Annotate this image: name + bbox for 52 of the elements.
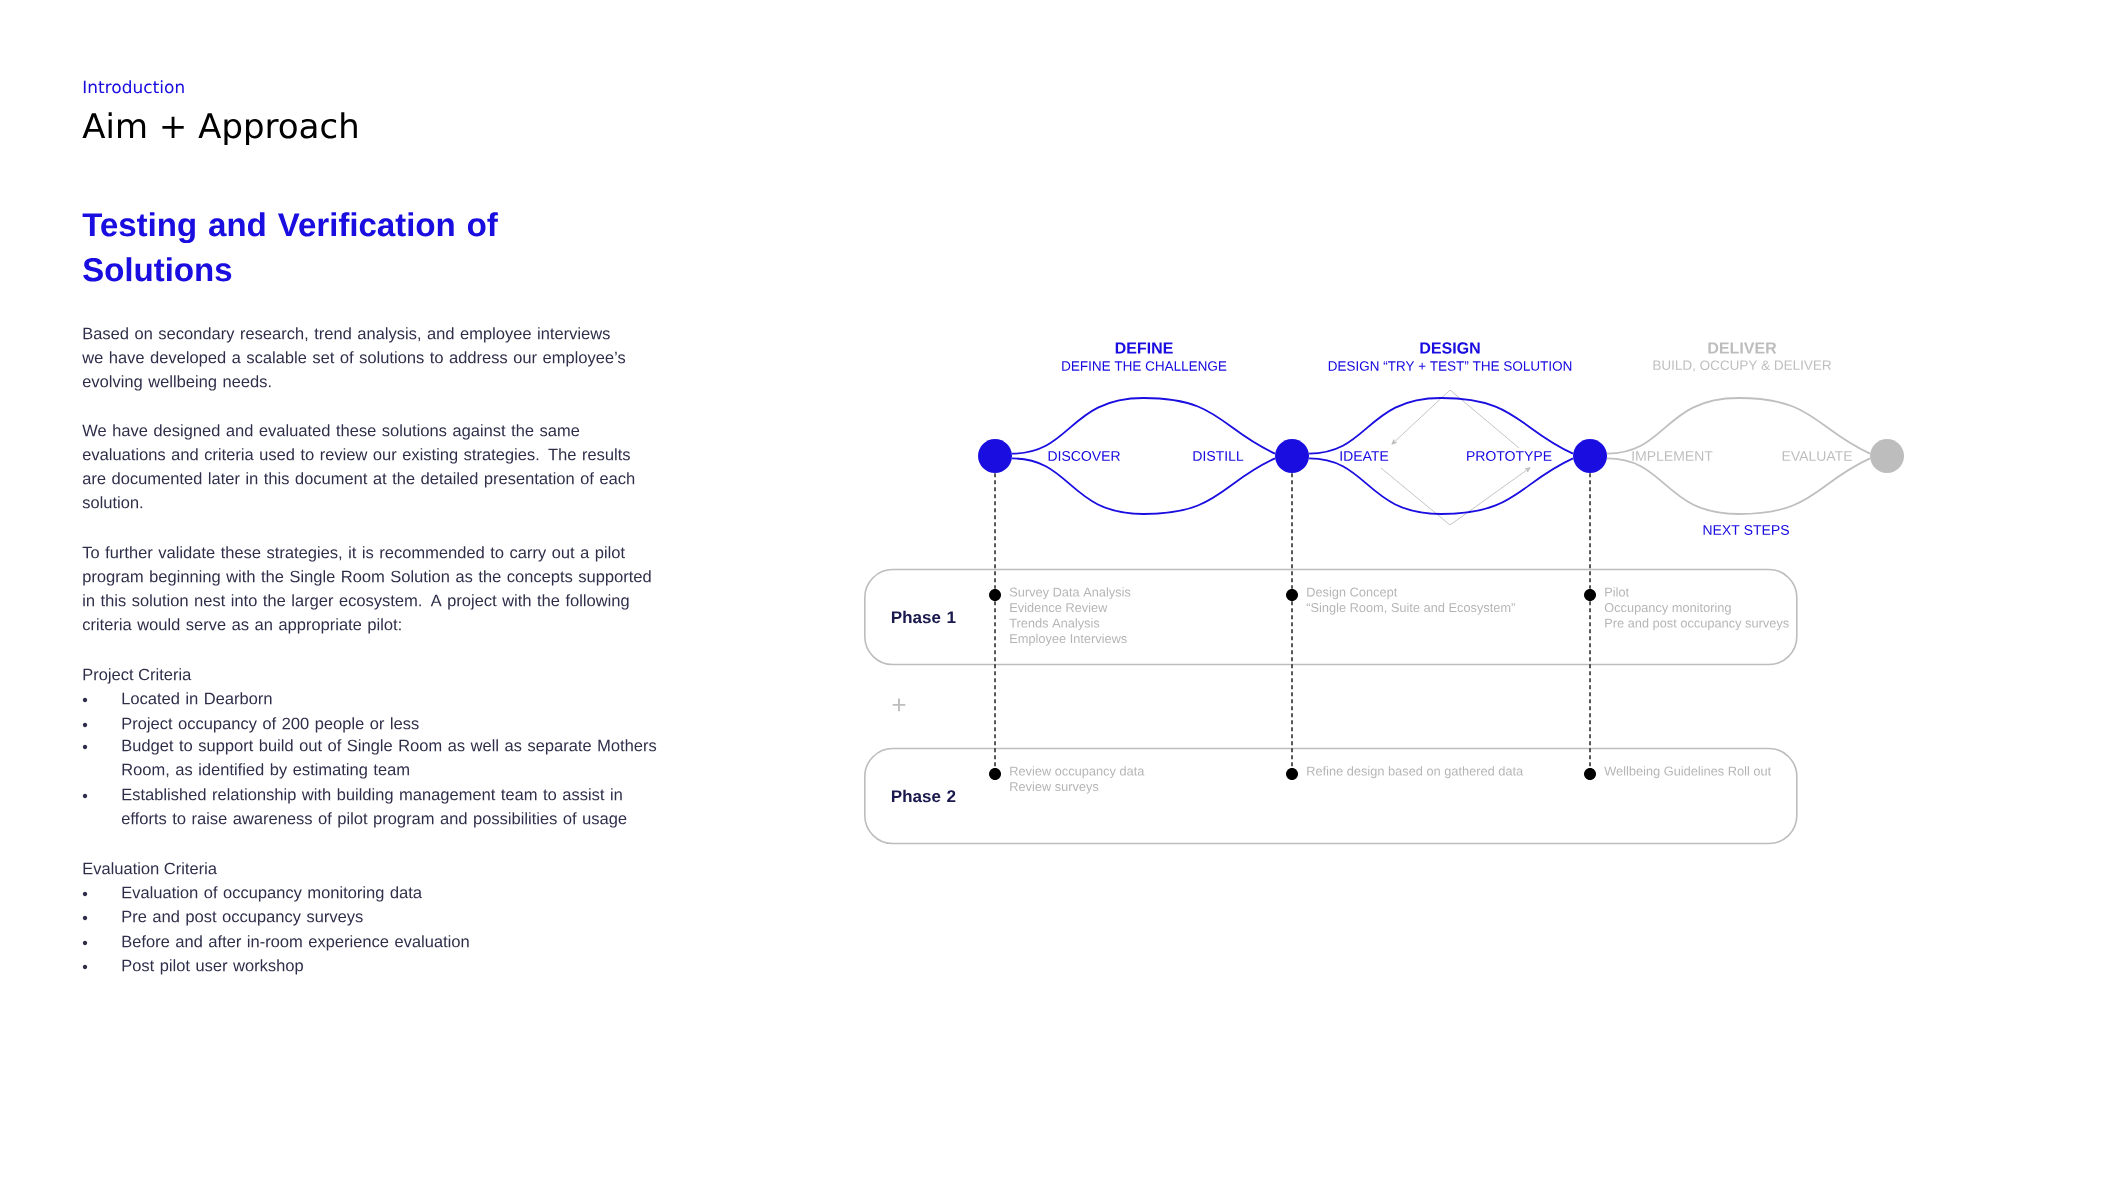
stage-heading: DEFINE xyxy=(1115,342,1173,354)
stage-subheading: BUILD, OCCUPY & DELIVER xyxy=(1653,360,1832,372)
stage-heading: DELIVER xyxy=(1708,342,1777,354)
list-item: Project occupancy of 200 people or less xyxy=(82,717,419,733)
paragraph: Based on secondary research, trend analysis, and employee interviews we have developed a scalable set of solutions to address our employee’s evolving wellbeing needs. xyxy=(82,327,626,391)
node-label: Employee Interviews xyxy=(1010,633,1127,646)
note-text: Survey Data Analysis Evidence Review Trends Analysis Employee Interviews xyxy=(1009,587,1131,646)
list-heading: Project Criteria xyxy=(83,668,192,684)
stage-subheading: DEFINE THE CHALLENGE xyxy=(1062,361,1227,371)
connector-line xyxy=(994,600,996,769)
connector-line xyxy=(1606,457,1871,515)
connector-line xyxy=(1291,600,1293,769)
note-text: Review occupancy data Review surveys xyxy=(1010,766,1145,794)
stage-circle xyxy=(1573,439,1607,473)
node-label: Survey Data Analysis xyxy=(1009,587,1131,600)
connector-line xyxy=(1011,457,1276,515)
connector-line xyxy=(1308,457,1574,515)
note-text: Wellbeing Guidelines Roll out xyxy=(1604,766,1772,779)
page-title: Aim + Approach xyxy=(82,112,357,146)
connector-line xyxy=(1291,472,1293,590)
connector-line xyxy=(1308,397,1574,455)
node-label: Trends Analysis xyxy=(1009,618,1100,631)
paragraph: We have designed and evaluated these solutions against the same evaluations and criteria used to review our existing strategies. The results are documented later in this document at the detailed presentation of each solution. xyxy=(82,424,635,509)
stage-circle xyxy=(1870,439,1904,473)
heading: Testing and Verification of Solutions xyxy=(82,212,498,282)
list-heading: Evaluation Criteria xyxy=(83,862,217,875)
note-text: Refine design based on gathered data xyxy=(1307,766,1524,779)
connector-line xyxy=(1589,600,1591,769)
section-label: Introduction xyxy=(83,80,184,94)
list-item: Post pilot user workshop xyxy=(82,959,303,975)
stage-heading: DESIGN xyxy=(1420,342,1480,354)
stage-circle xyxy=(1275,439,1309,473)
node-label: Evidence Review xyxy=(1010,602,1108,613)
list-item: Established relationship with building management team to assist in efforts to raise awareness of pilot program and possibilities of usage xyxy=(82,788,627,828)
connector-line xyxy=(1011,397,1276,455)
list-item: Pre and post occupancy surveys xyxy=(82,910,363,926)
note-text: Design Concept “Single Room, Suite and Ecosystem” xyxy=(1306,587,1515,615)
paragraph: To further validate these strategies, it is recommended to carry out a pilot program beginning with the Single Room Solution as the concepts supported in this solution nest into the larger ecosystem. A project with the following criteria would serve as an appropriate pilot: xyxy=(82,546,651,634)
step-label: IMPLEMENT xyxy=(1632,451,1713,461)
note-text: Pilot Occupancy monitoring Pre and post occupancy surveys xyxy=(1604,587,1789,631)
step-label: NEXT STEPS xyxy=(1703,525,1789,535)
list-item: Located in Dearborn xyxy=(82,692,272,705)
stage-circle xyxy=(978,439,1012,473)
connector-line xyxy=(1589,472,1591,590)
connector-line xyxy=(994,472,996,590)
list-item: Before and after in-room experience evaluation xyxy=(82,935,469,951)
connector-line xyxy=(1606,397,1871,455)
plus-sign: + xyxy=(892,698,906,712)
step-label: IDEATE xyxy=(1340,451,1389,461)
list-item: Evaluation of occupancy monitoring data xyxy=(82,886,422,902)
stage-subheading: DESIGN “TRY + TEST” THE SOLUTION xyxy=(1328,361,1572,371)
list-item: Budget to support build out of Single Room as well as separate Mothers Room, as identified by estimating team xyxy=(82,739,657,779)
